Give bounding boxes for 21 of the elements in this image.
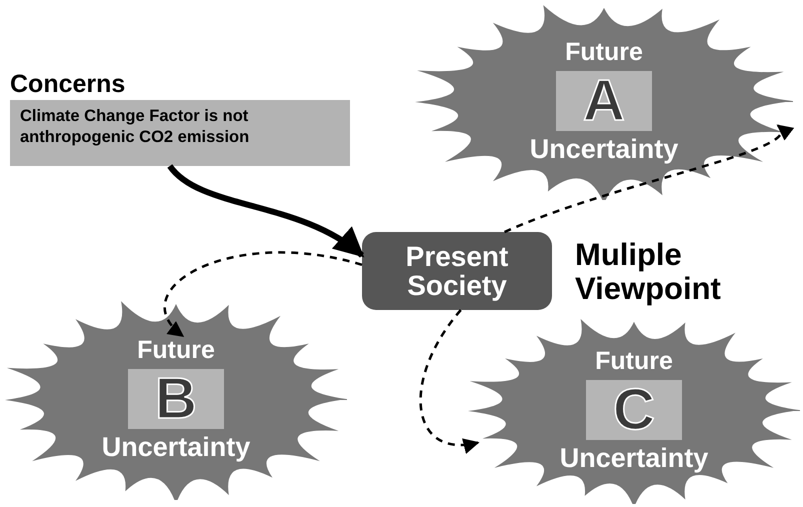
arrow (168, 164, 364, 258)
arrow (420, 309, 480, 453)
concerns-heading: Concerns (10, 70, 126, 99)
future-cloud (415, 4, 793, 200)
future-cloud (468, 318, 800, 504)
uncertainty-label: Uncertainty (530, 134, 678, 165)
future-label: Future (137, 337, 215, 365)
present-society-text: Present Society (404, 242, 510, 300)
concern-text: Climate Change Factor is not anthropogenic CO2 emission (20, 106, 250, 148)
future-cloud (5, 300, 347, 500)
scenario-letter: C (586, 380, 682, 440)
present-society-box (362, 232, 552, 310)
uncertainty-label: Uncertainty (102, 432, 250, 463)
scenario-letter: B (128, 368, 224, 429)
future-label: Future (565, 39, 643, 67)
arrow (164, 251, 362, 338)
scenario-letter: A (556, 70, 652, 131)
future-label: Future (595, 348, 673, 376)
viewpoint-label: Muliple Viewpoint (575, 238, 722, 306)
uncertainty-label: Uncertainty (560, 444, 708, 474)
arrow (504, 124, 792, 234)
